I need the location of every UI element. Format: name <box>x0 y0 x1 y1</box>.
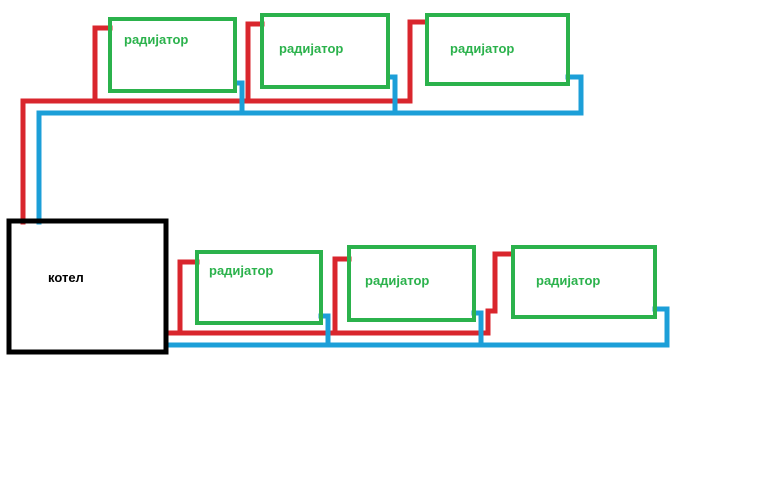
radiator-lower-1-label: радијатор <box>209 263 273 278</box>
supply-feed-upper-2 <box>245 21 265 104</box>
supply-feed-upper-1 <box>92 25 113 104</box>
boiler-box <box>6 218 169 355</box>
supply-feed-lower-2 <box>332 256 352 336</box>
radiator-lower-1 <box>195 250 323 325</box>
return-pipes <box>36 74 670 348</box>
radiator-lower-3 <box>511 245 657 319</box>
supply-lower-main <box>167 308 491 336</box>
supply-pipes <box>20 19 515 336</box>
return-drop-upper-1 <box>233 80 245 116</box>
radiator-upper-2-label: радијатор <box>279 41 343 56</box>
supply-feed-upper-3 <box>385 19 429 104</box>
boiler-label: котел <box>48 270 84 285</box>
return-drop-lower-2 <box>471 310 484 348</box>
supply-feed-lower-3 <box>485 251 515 314</box>
radiator-upper-1 <box>108 17 237 93</box>
supply-feed-lower-1 <box>177 259 200 336</box>
radiator-lower-2-label: радијатор <box>365 273 429 288</box>
return-lower-main <box>167 306 670 348</box>
radiator-lower-3-label: радијатор <box>536 273 600 288</box>
return-drop-lower-1 <box>318 313 331 348</box>
radiator-upper-1-label: радијатор <box>124 32 188 47</box>
supply-riser <box>20 98 391 225</box>
radiator-lower-2 <box>347 245 476 322</box>
return-drop-upper-2 <box>386 74 398 116</box>
radiator-upper-3-label: радијатор <box>450 41 514 56</box>
radiator-upper-2 <box>260 13 390 89</box>
radiator-upper-3 <box>425 13 570 86</box>
return-riser <box>36 74 584 225</box>
